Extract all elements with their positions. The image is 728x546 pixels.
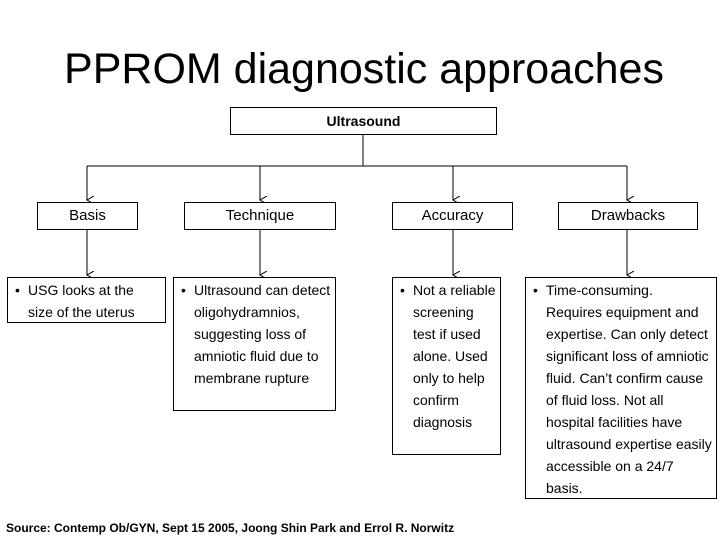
slide-title: PPROM diagnostic approaches bbox=[64, 45, 664, 93]
detail-basis-text: USG looks at the size of the uterus bbox=[12, 279, 161, 323]
detail-box-technique: Ultrasound can detect oligohydramnios, s… bbox=[173, 277, 336, 411]
category-basis: Basis bbox=[37, 202, 138, 230]
detail-box-accuracy: Not a reliable screening test if used al… bbox=[392, 277, 501, 455]
detail-accuracy-text: Not a reliable screening test if used al… bbox=[397, 279, 496, 433]
detail-box-basis: USG looks at the size of the uterus bbox=[7, 277, 166, 323]
detail-drawbacks-text: Time-consuming. Requires equipment and e… bbox=[530, 279, 712, 499]
category-technique: Technique bbox=[184, 202, 336, 230]
source-citation: Source: Contemp Ob/GYN, Sept 15 2005, Jo… bbox=[6, 521, 455, 535]
detail-technique-text: Ultrasound can detect oligohydramnios, s… bbox=[178, 279, 331, 389]
root-node-ultrasound: Ultrasound bbox=[230, 107, 497, 135]
category-drawbacks: Drawbacks bbox=[558, 202, 698, 230]
detail-box-drawbacks: Time-consuming. Requires equipment and e… bbox=[525, 277, 717, 499]
category-accuracy: Accuracy bbox=[392, 202, 513, 230]
